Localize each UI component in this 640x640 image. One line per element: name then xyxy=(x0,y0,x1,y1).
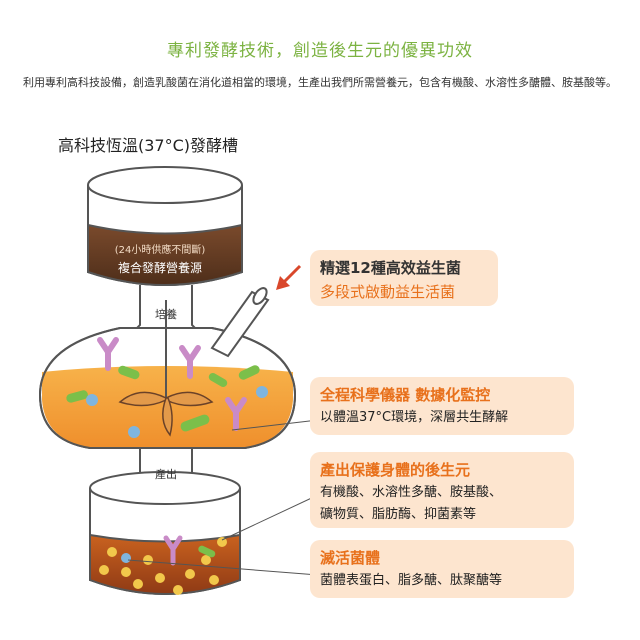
box-line1: 滅活菌體 xyxy=(320,549,381,567)
fermentation-tank xyxy=(38,300,297,449)
intro-text: 利用專利高科技設備，創造乳酸菌在消化道相當的環境，生產出我們所需營養元，包含有機… xyxy=(23,76,617,89)
output-tank xyxy=(89,471,241,595)
diagram-subtitle: 高科技恆溫(37°C)發酵槽 xyxy=(58,136,239,155)
box-line1: 產出保護身體的後生元 xyxy=(320,461,471,479)
input-arrow xyxy=(276,264,302,290)
postbiotic-particles xyxy=(99,535,227,595)
box-line1: 全程科學儀器 數據化監控 xyxy=(320,386,491,404)
page-title: 專利發酵技術，創造後生元的優異功效 xyxy=(167,41,473,61)
leader-lines xyxy=(127,419,319,576)
info-box-monitoring: 全程科學儀器 數據化監控 以體溫37°C環境，深層共生酵解 xyxy=(310,377,574,435)
nutrient-tank xyxy=(87,166,243,286)
info-box-inactivated: 滅活菌體 菌體表蛋白、脂多醣、肽聚醣等 xyxy=(310,540,574,598)
box-line3: 礦物質、脂肪酶、抑菌素等 xyxy=(320,507,477,522)
box-line1: 精選12種高效益生菌 xyxy=(320,259,461,277)
tank-note: (24小時供應不間斷) xyxy=(115,243,206,256)
info-box-probiotics: 精選12種高效益生菌 多段式啟動益生活菌 xyxy=(310,250,498,306)
tank-label: 複合發酵營養源 xyxy=(118,260,202,275)
info-box-postbiotics: 產出保護身體的後生元 有機酸、水溶性多醣、胺基酸、 礦物質、脂肪酶、抑菌素等 xyxy=(310,452,574,528)
box-line2: 多段式啟動益生活菌 xyxy=(320,283,456,301)
box-line2: 有機酸、水溶性多醣、胺基酸、 xyxy=(320,485,503,500)
insertion-tube xyxy=(210,287,270,358)
pipe-label-top: 培養 xyxy=(155,307,177,321)
pipe-label-bottom: 產出 xyxy=(155,467,177,481)
probiotic-shapes xyxy=(66,337,268,438)
box-line2: 以體溫37°C環境，深層共生酵解 xyxy=(320,410,509,425)
box-line2: 菌體表蛋白、脂多醣、肽聚醣等 xyxy=(320,573,503,588)
